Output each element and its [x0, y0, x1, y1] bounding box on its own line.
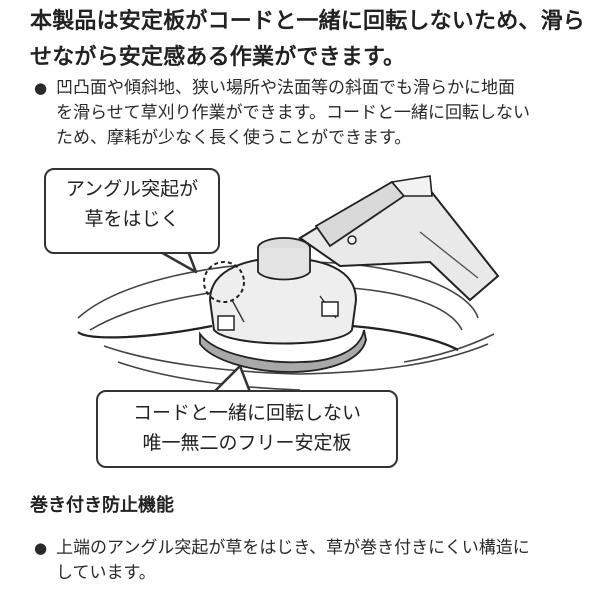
intro-line-2: を滑らせて草刈り作業ができます。コードと一緒に回転しない: [56, 103, 530, 123]
callout-plate-line-2: 唯一無二のフリー安定板: [142, 432, 352, 454]
callout-stabilizer-plate: コードと一緒に回転しない 唯一無二のフリー安定板: [96, 390, 398, 468]
headline: 本製品は安定板がコードと一緒に回転しないため、滑ら せながら安定感ある作業ができ…: [30, 4, 585, 76]
callout-plate-line-1: コードと一緒に回転しない: [132, 402, 361, 424]
shaft: [298, 175, 500, 302]
bullet-icon: ●: [34, 539, 48, 557]
callout-angle-protrusion: アングル突起が 草をはじく: [44, 168, 220, 254]
headline-line-1: 本製品は安定板がコードと一緒に回転しないため、滑ら: [30, 9, 586, 34]
feature-paragraph: ● 上端のアングル突起が草をはじき、草が巻き付きにくい構造に しています。: [34, 536, 584, 586]
feature-line-2: しています。: [56, 563, 156, 583]
intro-paragraph: ● 凹凸面や傾斜地、狭い場所や法面等の斜面でも滑らかに地面 を滑らせて草刈り作業…: [34, 76, 584, 151]
angle-protrusion-marker: [203, 261, 245, 303]
section-title: 巻き付き防止機能: [30, 495, 174, 516]
intro-line-3: ため、摩耗が少なく長く使うことができます。: [56, 128, 412, 148]
feature-line-1: 上端のアングル突起が草をはじき、草が巻き付きにくい構造に: [56, 538, 530, 558]
callout-angle-line-2: 草をはじく: [84, 208, 180, 230]
cord-line: [77, 324, 213, 339]
cord-line-right: [351, 324, 459, 351]
callout-angle-line-1: アングル突起が: [65, 178, 199, 200]
headline-line-2: せながら安定感ある作業ができます。: [30, 45, 406, 70]
head-body: [208, 237, 358, 345]
intro-line-1: 凹凸面や傾斜地、狭い場所や法面等の斜面でも滑らかに地面: [56, 78, 515, 98]
callout-plate-pointer: [213, 364, 252, 393]
stabilizer-plate: [199, 329, 367, 373]
bullet-icon: ●: [34, 79, 48, 97]
